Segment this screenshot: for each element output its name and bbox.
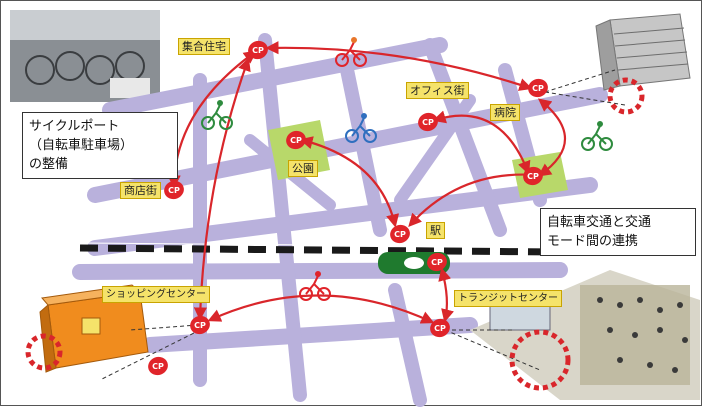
caption-line: モード間の連携 [547, 232, 689, 251]
cp-text: CP [252, 46, 264, 55]
cp-text: CP [434, 324, 446, 333]
caption-line: の整備 [29, 155, 171, 174]
label-housing: 集合住宅 [178, 38, 230, 55]
label-office: オフィス街 [406, 82, 469, 99]
bike-parking-photo [10, 10, 160, 102]
cp-marker: CP [146, 354, 171, 378]
cp-text: CP [527, 172, 539, 181]
cp-text: CP [394, 230, 406, 239]
cp-text: CP [152, 362, 164, 371]
cp-text: CP [194, 321, 206, 330]
apartment-building [596, 14, 690, 90]
label-park: 公園 [288, 160, 318, 177]
label-shops: 商店街 [120, 182, 161, 199]
caption-line: （自転車駐車場） [29, 136, 171, 155]
cp-text: CP [290, 136, 302, 145]
label-transit-center: トランジットセンター [454, 290, 562, 307]
label-hospital: 病院 [490, 104, 520, 121]
cp-text: CP [431, 258, 443, 267]
cp-text: CP [422, 118, 434, 127]
cp-text: CP [532, 84, 544, 93]
cycle-port-caption: サイクルポート （自転車駐車場） の整備 [22, 112, 178, 179]
caption-line: 自転車交通と交通 [547, 213, 689, 232]
linkage-caption: 自転車交通と交通 モード間の連携 [540, 208, 696, 256]
label-station: 駅 [426, 222, 445, 239]
label-shopping-center: ショッピングセンター [102, 286, 210, 303]
cp-text: CP [168, 186, 180, 195]
caption-line: サイクルポート [29, 117, 171, 136]
cp-marker: CP [388, 222, 413, 246]
cp-marker: CP [526, 76, 551, 100]
